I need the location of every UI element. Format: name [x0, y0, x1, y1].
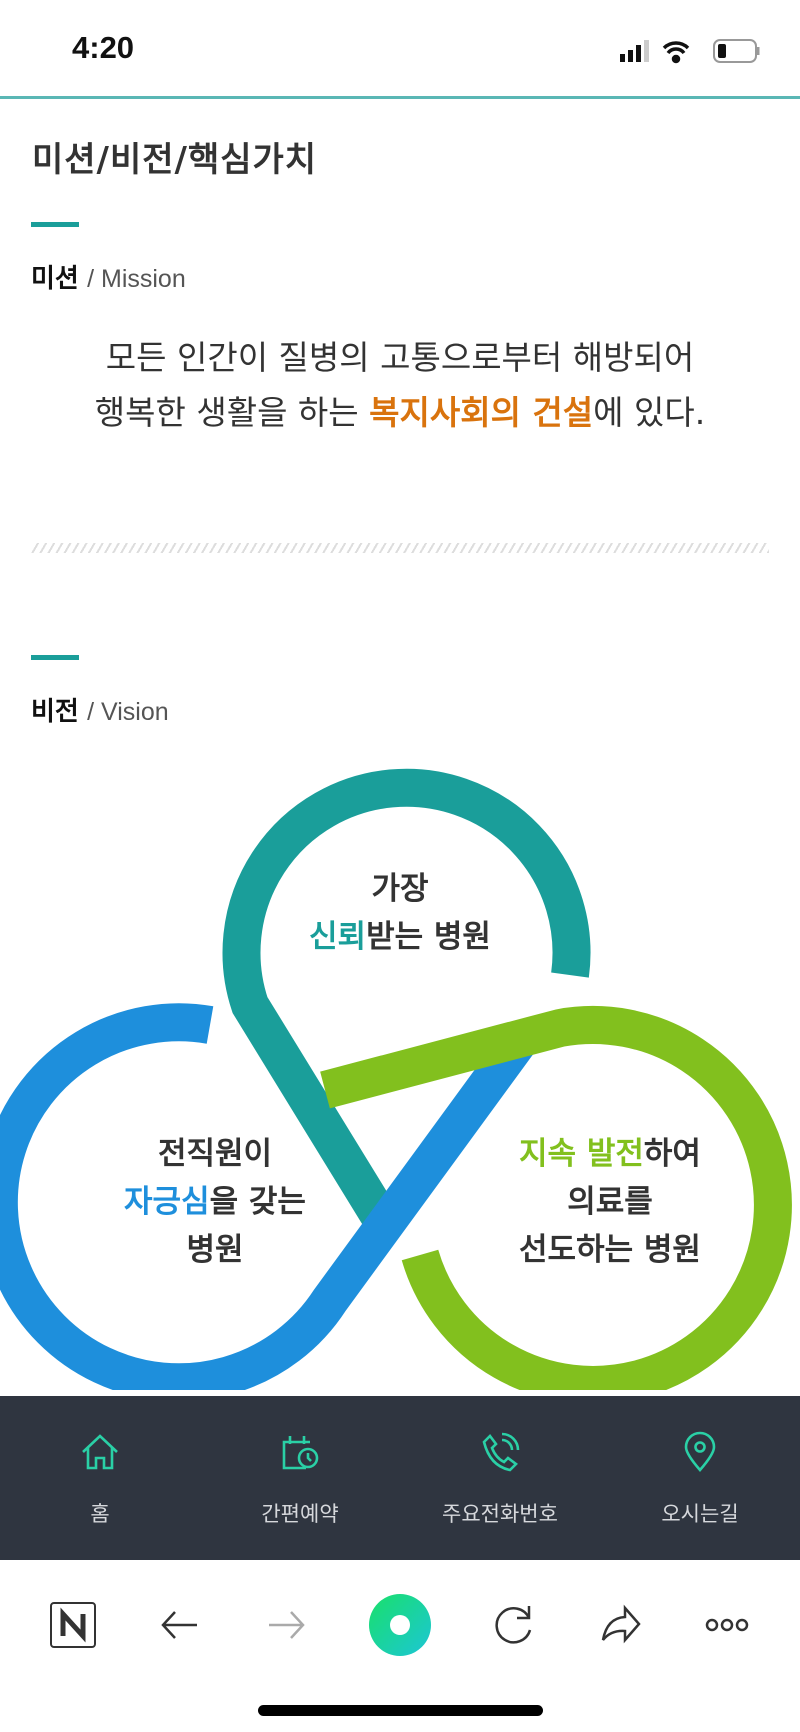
- mission-text: 에 있다.: [593, 393, 706, 432]
- label-line: 선도하는 병원: [519, 1232, 701, 1268]
- nav-label: 오시는길: [661, 1502, 739, 1526]
- vision-top-label: 가장 신뢰받는 병원: [270, 865, 530, 961]
- home-icon: [82, 1434, 118, 1470]
- section-accent: [31, 655, 79, 660]
- home-indicator[interactable]: [258, 1705, 543, 1716]
- mission-statement: 모든 인간이 질병의 고통으로부터 해방되어 행복한 생활을 하는 복지사회의 …: [0, 330, 800, 440]
- mission-line-1: 모든 인간이 질병의 고통으로부터 해방되어: [105, 338, 695, 377]
- reload-icon[interactable]: [489, 1600, 539, 1650]
- mission-heading: 미션 / Mission: [31, 258, 186, 295]
- mission-text: 행복한 생활을 하는: [94, 393, 370, 432]
- section-accent: [31, 222, 79, 227]
- location-pin-icon: [684, 1431, 716, 1472]
- status-bar: 4:20: [0, 0, 800, 96]
- nav-label: 홈: [90, 1502, 110, 1526]
- page-title: 미션/비전/핵심가치: [32, 140, 318, 180]
- mission-highlight: 복지사회의 건설: [369, 393, 594, 432]
- nav-label: 간편예약: [261, 1502, 339, 1526]
- label-line: 전직원이: [157, 1136, 273, 1172]
- phone-icon: [482, 1432, 520, 1472]
- label-text: 을 갖는: [209, 1184, 306, 1220]
- mission-label: 미션: [31, 264, 79, 294]
- calendar-clock-icon: [282, 1436, 319, 1470]
- label-highlight: 자긍심: [124, 1184, 210, 1220]
- nav-home[interactable]: 홈: [0, 1396, 200, 1560]
- blue-loop: [0, 1003, 536, 1390]
- teal-loop: [222, 768, 591, 1235]
- signal-icon: [620, 40, 649, 62]
- label-text: 받는 병원: [366, 919, 491, 955]
- label-text: 하여: [643, 1136, 701, 1172]
- naver-green-dot-icon[interactable]: [368, 1593, 432, 1657]
- battery-icon: [713, 39, 760, 63]
- back-arrow-icon[interactable]: [155, 1600, 205, 1650]
- browser-toolbar: [0, 1560, 800, 1690]
- vision-diagram: 가장 신뢰받는 병원 전직원이 자긍심을 갖는 병원 지속 발전하여 의료를 선…: [0, 750, 800, 1390]
- status-icons: [620, 39, 760, 64]
- naver-n-icon[interactable]: [48, 1600, 98, 1650]
- vision-right-label: 지속 발전하여 의료를 선도하는 병원: [480, 1130, 740, 1274]
- section-divider: [31, 543, 769, 553]
- vision-label-en: / Vision: [87, 698, 169, 726]
- label-line: 신뢰받는 병원: [270, 913, 530, 961]
- status-time: 4:20: [72, 30, 135, 65]
- wifi-icon: [662, 41, 690, 64]
- green-loop: [320, 1005, 792, 1390]
- vision-left-label: 전직원이 자긍심을 갖는 병원: [90, 1130, 340, 1274]
- nav-label: 주요전화번호: [442, 1502, 558, 1526]
- mission-label-en: / Mission: [87, 265, 186, 293]
- header-divider: [0, 96, 800, 99]
- label-highlight: 신뢰: [309, 919, 367, 955]
- mission-line-2: 행복한 생활을 하는 복지사회의 건설에 있다.: [0, 385, 800, 440]
- nav-directions[interactable]: 오시는길: [600, 1396, 800, 1560]
- label-highlight: 지속 발전: [519, 1136, 644, 1172]
- vision-label: 비전: [31, 697, 79, 727]
- vision-heading: 비전 / Vision: [31, 691, 169, 728]
- label-line: 의료를: [567, 1184, 653, 1220]
- label-line: 자긍심을 갖는: [90, 1178, 340, 1226]
- bottom-nav: 홈 간편예약 주요전화번호 오시는길: [0, 1396, 800, 1560]
- label-line: 병원: [186, 1232, 244, 1268]
- label-line: 가장: [371, 871, 429, 907]
- nav-reservation[interactable]: 간편예약: [200, 1396, 400, 1560]
- label-line: 지속 발전하여: [480, 1130, 740, 1178]
- more-icon[interactable]: [702, 1600, 752, 1650]
- nav-phone-numbers[interactable]: 주요전화번호: [400, 1396, 600, 1560]
- forward-arrow-icon[interactable]: [261, 1600, 311, 1650]
- share-icon[interactable]: [595, 1600, 645, 1650]
